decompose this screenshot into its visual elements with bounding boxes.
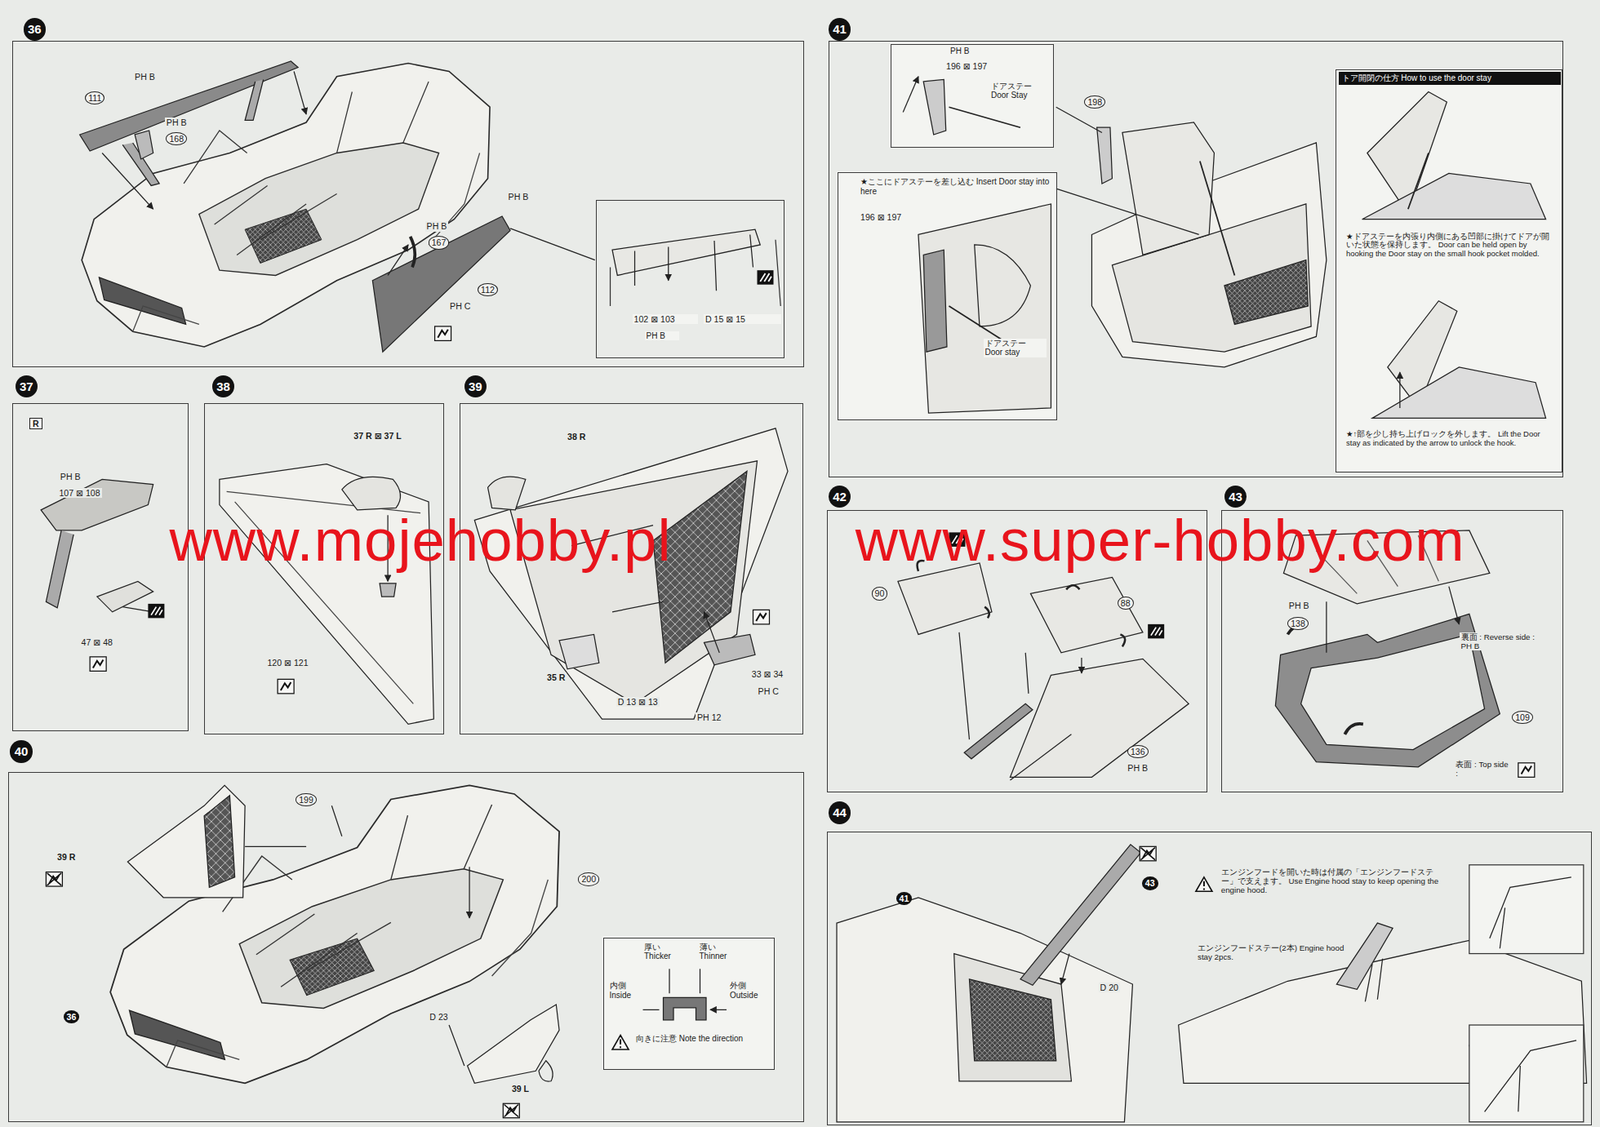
part-number: 107 ⊠ 108 bbox=[57, 488, 102, 498]
part-number: 109 bbox=[1511, 711, 1534, 725]
part-number: 111 bbox=[84, 91, 105, 105]
detail-inset: 102 ⊠ 103 PH B D 15 ⊠ 15 bbox=[595, 200, 785, 359]
part-number: 138 bbox=[1287, 617, 1309, 631]
note-text: 内側 Inside bbox=[608, 981, 645, 1000]
note-text: 向きに注意 Note the direction bbox=[634, 1034, 772, 1045]
part-number: 200 bbox=[577, 872, 600, 886]
plating-mark: PH B bbox=[948, 46, 984, 57]
part-number: 196 ⊠ 197 bbox=[944, 61, 1009, 72]
part-number: 33 ⊠ 34 bbox=[750, 669, 785, 680]
step-number: 43 bbox=[1224, 485, 1248, 509]
note-text: ドアステー Door stay bbox=[983, 338, 1048, 358]
step-number: 38 bbox=[212, 375, 236, 399]
plating-mark: PH B bbox=[644, 331, 680, 342]
plating-mark: PH B bbox=[133, 71, 157, 82]
howto-box: トア開閉の仕方 How to use the door stay ★ドアステーを内… bbox=[1335, 69, 1563, 473]
step-panel: 36102 ⊠ 103PH BD 15 ⊠ 15 bbox=[12, 40, 805, 368]
step-panel: 41PH B196 ⊠ 197ドアステー Door Stay★ここにドアステーを… bbox=[828, 40, 1564, 478]
note-text: エンジンフードステー(2本) Engine hood stay 2pcs. bbox=[1195, 943, 1350, 962]
note-text: エンジンフードを開いた時は付属の「エンジンフードステー」で支えます。 Use E… bbox=[1219, 867, 1449, 896]
note-text: ★↑部を少し持ち上げロックを外します。 Lift the Door stay a… bbox=[1344, 430, 1557, 449]
watermark: www.super-hobby.com bbox=[853, 511, 1467, 571]
step-panel: 40厚い Thicker薄い Thinner内側 Inside外側 Outsid… bbox=[8, 772, 805, 1123]
step-panel: 37 bbox=[12, 403, 189, 733]
step-reference: 38 R bbox=[565, 431, 587, 442]
detail-inset: 厚い Thicker 薄い Thinner 内側 Inside 外側 Outside 向… bbox=[603, 937, 775, 1072]
step-number: 39 bbox=[464, 375, 488, 399]
plating-mark: PH B bbox=[1125, 763, 1150, 774]
step-panel: 44 bbox=[826, 831, 1593, 1126]
part-number: 47 ⊠ 48 bbox=[80, 637, 115, 648]
plating-mark: PH C bbox=[756, 686, 781, 697]
part-number: 88 bbox=[1117, 596, 1134, 610]
plating-mark: PH B bbox=[58, 471, 83, 482]
part-number: D 13 ⊠ 13 bbox=[616, 697, 660, 707]
step-number: 42 bbox=[828, 485, 852, 509]
step-reference: 39 R bbox=[55, 852, 77, 863]
note-text: ★ここにドアステーを差し込む Insert Door stay into her… bbox=[858, 177, 1054, 196]
part-number: 198 bbox=[1084, 95, 1106, 109]
part-number: 196 ⊠ 197 bbox=[858, 212, 919, 223]
step-reference: 36 bbox=[63, 1010, 80, 1024]
part-number: 90 bbox=[871, 586, 889, 600]
step-reference: 37 R ⊠ 37 L bbox=[351, 431, 403, 441]
part-number: 168 bbox=[165, 132, 187, 146]
side-mark: R bbox=[29, 417, 43, 430]
step-reference: 43 bbox=[1142, 876, 1159, 890]
note-text: ★ドアステーを内張り内側にある凹部に掛けてドアが開いた状態を保持します。 Doo… bbox=[1344, 232, 1557, 260]
detail-inset: ★ここにドアステーを差し込む Insert Door stay into her… bbox=[837, 172, 1058, 421]
step-reference: 35 R bbox=[545, 672, 567, 683]
note-text: ドアステー Door Stay bbox=[989, 81, 1051, 101]
step-number: 36 bbox=[23, 17, 47, 41]
plating-mark: PH C bbox=[448, 301, 472, 312]
watermark: www.mojehobby.pl bbox=[167, 511, 673, 571]
step-number: 41 bbox=[828, 17, 852, 41]
note-text: 表面 : Top side : bbox=[1453, 760, 1514, 778]
detail-inset: PH B 196 ⊠ 197 ドアステー Door Stay bbox=[890, 44, 1054, 149]
part-number: 102 ⊠ 103 bbox=[632, 314, 698, 325]
step-number: 44 bbox=[828, 801, 852, 825]
part-number: D 23 bbox=[427, 1012, 449, 1023]
part-number: D 20 bbox=[1098, 982, 1120, 993]
note-text: 厚い Thicker bbox=[642, 942, 688, 962]
step-number: 40 bbox=[9, 740, 33, 764]
note-text: 薄い Thinner bbox=[697, 942, 747, 962]
note-text: 外側 Outside bbox=[728, 981, 774, 1000]
step-number: 37 bbox=[15, 375, 39, 399]
step-reference: 39 L bbox=[510, 1084, 531, 1094]
part-number: 167 bbox=[428, 235, 450, 249]
part-number: 136 bbox=[1127, 745, 1149, 759]
plating-mark: PH B bbox=[164, 117, 189, 128]
plating-mark: PH 12 bbox=[695, 712, 724, 723]
note-text: 裏面 : Reverse side : PH B bbox=[1459, 632, 1548, 651]
plating-mark: PH B bbox=[425, 221, 449, 232]
part-number: 120 ⊠ 121 bbox=[265, 657, 310, 668]
box-title: トア開閉の仕方 How to use the door stay bbox=[1338, 71, 1562, 85]
plating-mark: PH B bbox=[506, 191, 531, 202]
part-number: 112 bbox=[477, 283, 498, 297]
part-number: D 15 ⊠ 15 bbox=[703, 314, 782, 325]
part-number: 199 bbox=[295, 793, 317, 807]
plating-mark: PH B bbox=[1287, 600, 1312, 611]
